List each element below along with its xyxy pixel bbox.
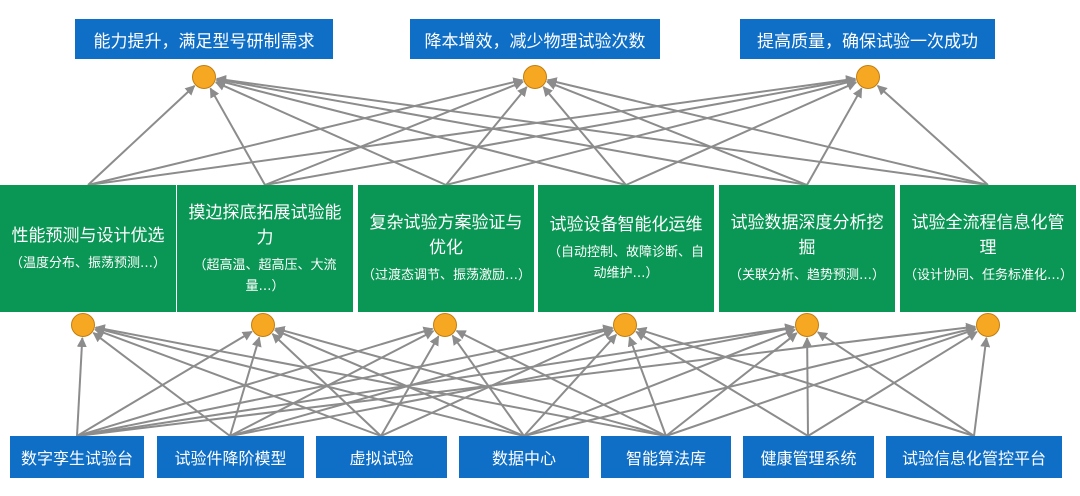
edge-tool-to-capability [76, 324, 614, 437]
edge-tool-to-capability [274, 329, 525, 437]
edge-capability-to-goal [806, 87, 863, 186]
edge-capability-to-goal [209, 87, 266, 186]
edge-tool-to-capability [523, 333, 617, 437]
capability-node [613, 313, 637, 337]
goal-label: 提高质量，确保试验一次成功 [757, 31, 978, 52]
edge-tool-to-capability [807, 330, 978, 437]
capability-node [976, 313, 1000, 337]
edge-tool-to-capability [523, 325, 977, 437]
capability-box-data-mining: 试验数据深度分析挖掘 （关联分析、趋势预测…） [719, 185, 895, 312]
edge-capability-to-goal [264, 80, 524, 186]
tool-box-info-platform: 试验信息化管控平台 [886, 436, 1062, 478]
tool-label: 试验件降阶模型 [174, 449, 287, 468]
edge-capability-to-goal [215, 75, 989, 186]
tool-label: 数据中心 [491, 449, 556, 468]
edge-tool-to-capability [271, 333, 382, 437]
capability-title: 试验数据深度分析挖掘 [730, 213, 884, 258]
capability-subtitle: （温度分布、振荡预测…） [9, 255, 166, 271]
edge-tool-to-capability [94, 325, 525, 437]
edge-tool-to-capability [94, 324, 667, 437]
edge-tool-to-capability [816, 331, 975, 437]
tool-label: 试验信息化管控平台 [901, 449, 1046, 468]
edge-capability-to-goal [264, 75, 857, 186]
edge-tool-to-capability [76, 323, 796, 437]
edge-capability-to-goal [445, 86, 528, 186]
edge-tool-to-capability [802, 336, 813, 437]
edge-capability-to-goal [87, 75, 857, 186]
tool-label: 虚拟试验 [349, 449, 414, 468]
edge-tool-to-capability [229, 324, 796, 437]
capability-box-process-management: 试验全流程信息化管理 （设计协同、任务标准化…） [900, 185, 1076, 312]
edge-tool-to-capability [229, 330, 435, 437]
edge-tool-to-capability [76, 336, 87, 437]
tool-box-digital-twin: 数字孪生试验台 [10, 436, 144, 478]
goal-box-cost: 降本增效，减少物理试验次数 [410, 19, 660, 59]
goal-node [856, 65, 880, 89]
goal-label: 能力提升，满足型号研制需求 [93, 31, 315, 52]
capability-box-equipment-ops: 试验设备智能化运维 （自动控制、故障诊断、自动维护…） [538, 185, 714, 312]
edge-capability-to-goal [87, 85, 196, 186]
capability-node [251, 313, 275, 337]
goal-label: 降本增效，减少物理试验次数 [424, 31, 646, 52]
tool-label: 健康管理系统 [760, 449, 857, 468]
capability-subtitle: （自动控制、故障诊断、自动维护…） [547, 245, 704, 281]
capability-box-scheme-validation: 复杂试验方案验证与优化 （过渡态调节、振荡激励…） [358, 185, 534, 312]
edge-tool-to-capability [665, 327, 977, 437]
tool-box-virtual-test: 虚拟试验 [316, 436, 447, 478]
tool-box-algorithm-library: 智能算法库 [601, 436, 731, 478]
capability-title: 试验设备智能化运维 [549, 215, 703, 235]
edge-tool-to-capability [76, 330, 253, 437]
edge-capability-to-goal [214, 81, 447, 186]
capability-title: 复杂试验方案验证与优化 [369, 213, 523, 258]
edge-capability-to-goal [625, 81, 858, 186]
edge-tool-to-capability [627, 336, 667, 437]
edge-capability-to-goal [546, 77, 989, 186]
edge-tool-to-capability [76, 322, 977, 437]
edge-tool-to-capability [229, 326, 614, 437]
edge-tool-to-capability [635, 330, 809, 437]
edge-tool-to-capability [455, 329, 667, 437]
edge-tool-to-capability [76, 326, 434, 437]
edge-capability-to-goal [546, 80, 808, 186]
edge-tool-to-capability [380, 335, 440, 437]
capability-title: 性能预测与设计优选 [11, 225, 165, 246]
edge-capability-to-goal [215, 75, 808, 186]
edge-tool-to-capability [973, 336, 991, 437]
capability-subtitle: （设计协同、任务标准化…） [904, 268, 1074, 283]
tool-box-reduced-model: 试验件降阶模型 [157, 436, 304, 478]
edge-capability-to-goal [542, 86, 627, 186]
goal-box-capability: 能力提升，满足型号研制需求 [75, 19, 333, 59]
capability-node [433, 313, 457, 337]
capability-node [795, 313, 819, 337]
edge-tool-to-capability [451, 334, 525, 437]
tool-box-health-management: 健康管理系统 [743, 436, 874, 478]
edge-capability-to-goal [445, 77, 857, 186]
goal-node [192, 65, 216, 89]
goal-box-quality: 提高质量，确保试验一次成功 [740, 19, 995, 59]
goal-node [523, 65, 547, 89]
edge-tool-to-capability [274, 326, 667, 437]
edge-tool-to-capability [92, 332, 231, 437]
edge-tool-to-capability [229, 336, 262, 437]
capability-box-limit-test: 摸边探底拓展试验能力 （超高温、超高压、大流量…） [177, 185, 353, 312]
capability-subtitle: （过渡态调节、振荡激励…） [362, 268, 532, 283]
capability-subtitle: （关联分析、趋势预测…） [728, 268, 885, 283]
edge-tool-to-capability [380, 329, 615, 437]
capability-box-performance: 性能预测与设计优选 （温度分布、振荡预测…） [0, 185, 176, 312]
tool-label: 数字孪生试验台 [20, 449, 133, 468]
edge-capability-to-goal [215, 77, 627, 186]
capability-title: 摸边探底拓展试验能力 [188, 202, 342, 248]
edge-capability-to-goal [876, 84, 989, 186]
edge-tool-to-capability [94, 327, 382, 437]
tool-box-data-center: 数据中心 [459, 436, 589, 478]
capability-subtitle: （超高温、超高压、大流量…） [193, 257, 337, 294]
tool-label: 智能算法库 [625, 449, 706, 468]
edge-tool-to-capability [665, 332, 798, 437]
capability-node [71, 313, 95, 337]
edge-tool-to-capability [636, 326, 975, 437]
capability-title: 试验全流程信息化管理 [911, 213, 1065, 258]
edge-capability-to-goal [87, 77, 524, 186]
